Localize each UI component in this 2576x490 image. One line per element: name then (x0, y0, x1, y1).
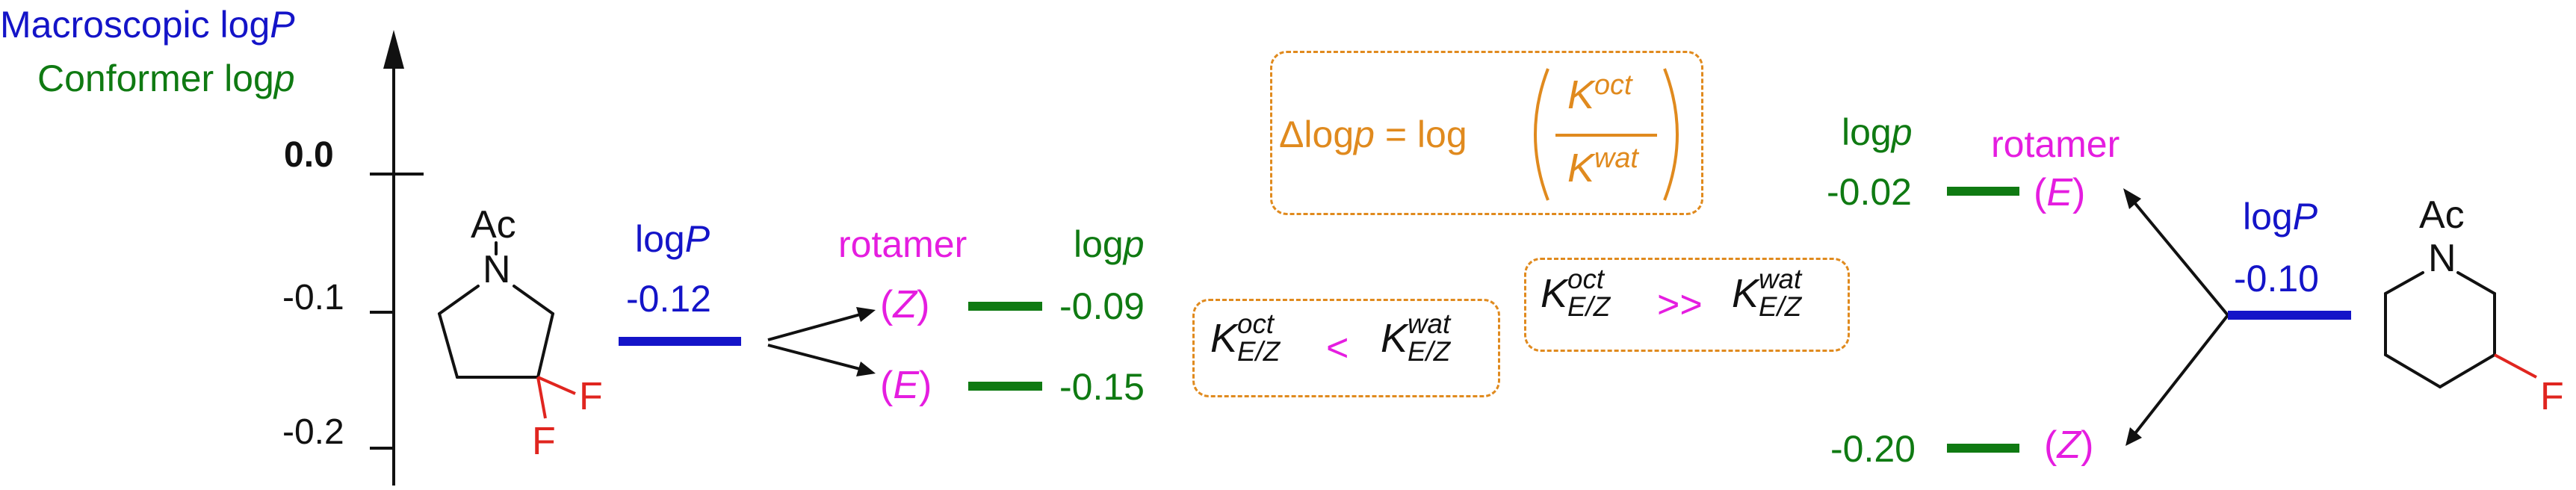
axis-title-conf-prefix: Conformer log (37, 58, 274, 99)
tick-label-1: -0.1 (282, 278, 344, 317)
left-split-arrows (767, 307, 876, 376)
formula-num-sup: oct (1594, 69, 1632, 101)
ineq2-sub2: E/Z (1759, 291, 1802, 322)
left-rotamer-label: rotamer (838, 223, 967, 265)
ineq1-K1: K (1210, 315, 1238, 361)
formula-num-K: K (1567, 72, 1595, 117)
inequality-box-1 (1192, 299, 1500, 397)
left-logP-label: logP (635, 220, 710, 258)
left-e-label: (E) (880, 364, 932, 407)
right-logP-value: -0.10 (2234, 258, 2319, 300)
axis-title-macroscopic: Macroscopic logP (0, 6, 295, 43)
right-e-value: -0.02 (1827, 171, 1912, 213)
left-e-value: -0.15 (1059, 366, 1145, 408)
formula-box (1270, 51, 1703, 215)
y-axis-arrowhead (383, 30, 404, 69)
right-logp-label: logp (1842, 114, 1913, 151)
axis-title-conformer: Conformer logp (37, 60, 295, 97)
formula-delta-prefix: Δlog (1279, 114, 1354, 155)
axis-title-macro-var: P (270, 4, 295, 46)
right-logP-var: P (2292, 196, 2318, 238)
formula-den-sup: wat (1594, 143, 1638, 174)
piperidine-cf-bond (2494, 353, 2537, 379)
ineq2-K2: K (1732, 270, 1759, 316)
right-acetyl-label: Ac (2419, 193, 2465, 237)
axis-title-macro-prefix: Macroscopic log (0, 4, 270, 46)
formula-left-paren (1534, 68, 1549, 201)
right-logP-prefix: log (2243, 196, 2293, 238)
right-logP-label: logP (2243, 198, 2318, 235)
left-fluorine-2: F (532, 420, 556, 463)
tick-label-2: -0.2 (282, 412, 344, 452)
ineq1-sup1: oct (1237, 308, 1275, 339)
ineq1-operator: < (1326, 326, 1349, 370)
left-nitrogen-label: N (483, 248, 511, 291)
formula-den-K: K (1567, 146, 1595, 190)
ineq1-sub2: E/Z (1408, 335, 1451, 367)
axis-title-conf-var: p (273, 58, 295, 99)
formula-delta-logp: Δlogp = log (1279, 116, 1467, 153)
left-fluorine-1: F (579, 375, 603, 418)
left-z-label: (Z) (880, 283, 930, 326)
left-logP-prefix: log (635, 218, 685, 260)
right-nitrogen-label: N (2428, 237, 2456, 280)
left-logp-label: logp (1074, 226, 1145, 263)
formula-delta-var: p (1354, 114, 1375, 155)
right-z-letter: Z (2057, 424, 2081, 467)
formula-equals-log: = log (1374, 114, 1467, 155)
ineq1-K2: K (1381, 315, 1408, 361)
ineq1-sup2: wat (1408, 308, 1451, 339)
ineq2-sup1: oct (1567, 264, 1605, 294)
right-fluorine-label: F (2540, 375, 2564, 418)
right-z-label: (Z) (2044, 424, 2094, 467)
right-e-label: (E) (2034, 171, 2086, 214)
left-logp-var: p (1123, 223, 1145, 265)
tick-label-0: 0.0 (284, 135, 334, 175)
right-rotamer-label: rotamer (1991, 123, 2120, 165)
formula-right-paren (1663, 68, 1679, 201)
ineq2-sup2: wat (1759, 264, 1802, 294)
cf-bond-2 (536, 376, 547, 419)
ineq1-sub1: E/Z (1237, 335, 1281, 367)
formula-denominator: Kwat (1567, 144, 1638, 190)
inequality-box-2 (1524, 258, 1850, 352)
piperidine-structure (2384, 271, 2496, 388)
ineq2-operator: >> (1657, 283, 1703, 326)
ineq2-sub1: E/Z (1567, 291, 1611, 322)
ineq2-K1: K (1541, 270, 1568, 316)
formula-numerator: Koct (1567, 71, 1632, 117)
left-z-value: -0.09 (1059, 285, 1145, 327)
left-logP-var: P (684, 218, 710, 260)
left-e-letter: E (893, 364, 920, 407)
right-e-letter: E (2046, 171, 2073, 214)
left-logp-prefix: log (1074, 223, 1124, 265)
right-split-arrows (2123, 188, 2229, 446)
left-logP-value: -0.12 (626, 278, 711, 320)
right-z-value: -0.20 (1830, 428, 1916, 470)
left-acetyl-label: Ac (471, 203, 516, 246)
pyrrolidine-structure (438, 241, 554, 379)
right-logp-var: p (1891, 111, 1913, 153)
left-z-letter: Z (893, 283, 917, 326)
cf-bond-1 (537, 376, 576, 395)
right-logp-prefix: log (1842, 111, 1892, 153)
